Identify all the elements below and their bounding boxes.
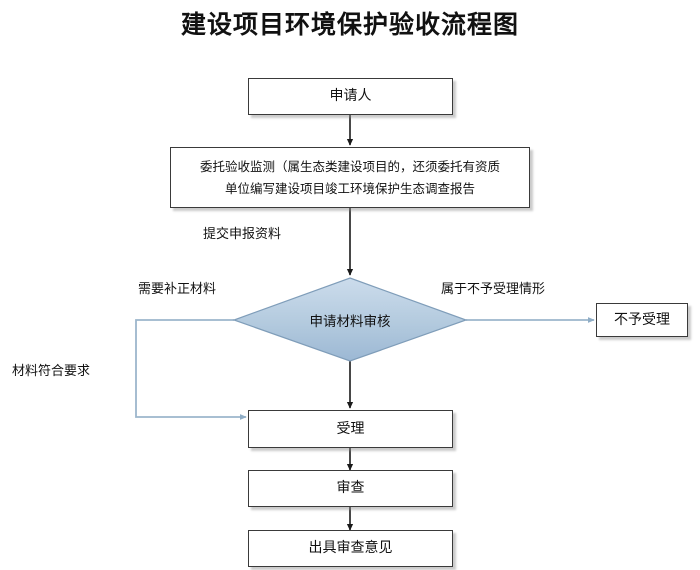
node-applicant[interactable]: 申请人 — [248, 78, 453, 115]
edge-label-not-accepted-case: 属于不予受理情形 — [441, 282, 546, 297]
node-issue-opinion-label: 出具审查意见 — [308, 540, 393, 556]
node-entrust-line2: 单位编写建设项目竣工环境保护生态调查报告 — [224, 180, 475, 196]
edge-label-need-correction: 需要补正材料 — [138, 282, 217, 297]
node-accept[interactable]: 受理 — [248, 410, 453, 448]
node-accept-label: 受理 — [336, 420, 365, 437]
node-entrust-monitoring[interactable]: 委托验收监测（属生态类建设项目的，还须委托有资质 单位编写建设项目竣工环境保护生… — [170, 147, 530, 208]
node-applicant-label: 申请人 — [329, 88, 372, 104]
node-not-accepted-label: 不予受理 — [614, 311, 670, 328]
node-review-decision[interactable]: 申请材料审核 — [234, 278, 466, 361]
decision-diamond[interactable] — [232, 277, 468, 362]
node-review-decision-label: 申请材料审核 — [309, 313, 391, 330]
page-title: 建设项目环境保护验收流程图 — [180, 10, 519, 39]
edge-label-materials-qualified: 材料符合要求 — [12, 364, 91, 379]
edge-label-submit-materials: 提交申报资料 — [203, 227, 282, 242]
node-not-accepted[interactable]: 不予受理 — [596, 303, 688, 337]
edge-decision-loop-to-accept — [135, 319, 247, 421]
node-issue-opinion[interactable]: 出具审查意见 — [248, 530, 453, 567]
node-entrust-line1: 委托验收监测（属生态类建设项目的，还须委托有资质 — [199, 158, 500, 174]
node-examine[interactable]: 审查 — [248, 470, 453, 507]
node-examine-label: 审查 — [336, 480, 365, 496]
